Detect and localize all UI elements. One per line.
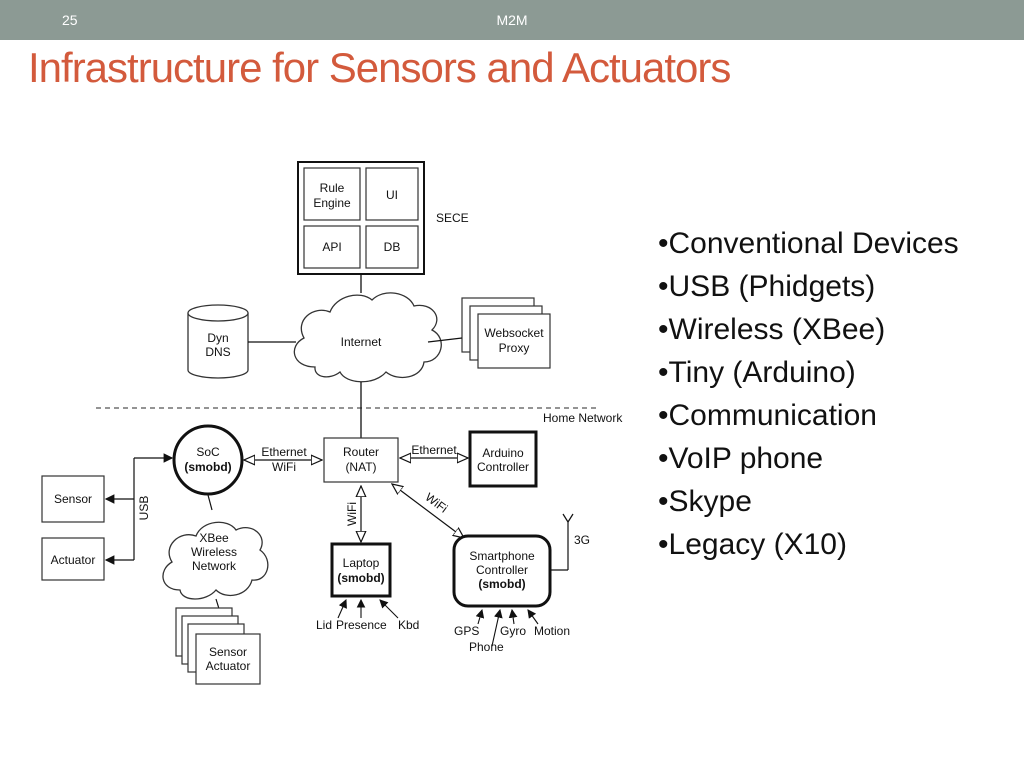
bullet-text: Conventional Devices xyxy=(668,227,959,260)
phone-input-arrows xyxy=(475,608,539,647)
bullet-item: •Conventional Devices xyxy=(658,227,959,260)
router-arduino-link-label: Ethernet xyxy=(411,443,457,457)
phone-input-gps: GPS xyxy=(454,624,479,638)
laptop-label-1: Laptop xyxy=(343,556,380,570)
usb-label: USB xyxy=(137,496,151,521)
arduino-controller-box: Arduino Controller xyxy=(468,430,538,488)
actuator-label: Actuator xyxy=(51,553,96,567)
bullet-text: Wireless (XBee) xyxy=(668,313,886,346)
laptop-input-kbd: Kbd xyxy=(398,618,419,632)
soc-label-1: SoC xyxy=(196,445,220,459)
soc-xbee-link xyxy=(207,494,213,511)
phone-input-gyro: Gyro xyxy=(500,624,526,638)
internet-proxy-link xyxy=(427,337,463,343)
wifi-laptop-label: WiFi xyxy=(345,502,359,526)
smartphone-label-2: Controller xyxy=(476,563,528,577)
rule-engine-label-1: Rule xyxy=(320,181,345,195)
soc-router-link-label-2: WiFi xyxy=(272,460,296,474)
sece-label: SECE xyxy=(436,211,469,225)
router-box: Router (NAT) xyxy=(323,437,399,483)
bullet-item: •Wireless (XBee) xyxy=(658,313,886,346)
laptop-label-2: (smobd) xyxy=(337,571,384,585)
smartphone-label-3: (smobd) xyxy=(478,577,525,591)
laptop-input-presence: Presence xyxy=(336,618,387,632)
three-g-label: 3G xyxy=(574,533,590,547)
header-title: M2M xyxy=(496,12,528,28)
bullet-item: •Tiny (Arduino) xyxy=(658,356,856,389)
bullet-text: Legacy (X10) xyxy=(668,528,847,561)
websocket-proxy-stack: Websocket Proxy xyxy=(461,297,551,369)
dyn-dns-label-2: DNS xyxy=(205,345,230,359)
phone-input-phone: Phone xyxy=(469,640,504,654)
router-label-2: (NAT) xyxy=(345,460,376,474)
smartphone-controller-box: Smartphone Controller (smobd) xyxy=(452,534,552,608)
antenna-icon xyxy=(550,513,574,571)
websocket-label-1: Websocket xyxy=(484,326,544,340)
sensor-label: Sensor xyxy=(54,492,92,506)
internet-label: Internet xyxy=(341,335,382,349)
ui-label: UI xyxy=(386,188,398,202)
laptop-input-lid: Lid xyxy=(316,618,332,632)
router-smartphone-link xyxy=(392,484,464,538)
bullet-list: •Conventional Devices •USB (Phidgets) •W… xyxy=(658,222,1018,566)
api-label: API xyxy=(322,240,341,254)
phone-input-motion: Motion xyxy=(534,624,570,638)
sensor-actuator-label-1: Sensor xyxy=(209,645,247,659)
xbee-label-2: Wireless xyxy=(191,545,237,559)
slide-number: 25 xyxy=(62,12,78,28)
router-label-1: Router xyxy=(343,445,379,459)
soc-router-link-label-1: Ethernet xyxy=(261,445,307,459)
db-label: DB xyxy=(384,240,401,254)
sensor-actuator-label-2: Actuator xyxy=(206,659,251,673)
laptop-input-arrows xyxy=(337,598,399,619)
internet-cloud: Internet xyxy=(293,292,442,383)
slide-title: Infrastructure for Sensors and Actuators xyxy=(28,44,731,91)
laptop-box: Laptop (smobd) xyxy=(330,542,392,598)
dyn-dns-label-1: Dyn xyxy=(207,331,228,345)
bullet-item: •Skype xyxy=(658,485,752,518)
websocket-label-2: Proxy xyxy=(499,341,530,355)
rule-engine-label-2: Engine xyxy=(313,196,351,210)
bullet-text: Tiny (Arduino) xyxy=(668,356,856,389)
xbee-label-3: Network xyxy=(192,559,237,573)
actuator-box: Actuator xyxy=(41,537,105,581)
arduino-label-2: Controller xyxy=(477,460,529,474)
bullet-text: VoIP phone xyxy=(668,442,824,475)
soc-label-2: (smobd) xyxy=(184,460,231,474)
smartphone-label-1: Smartphone xyxy=(469,549,535,563)
xbee-network-cloud: XBee Wireless Network xyxy=(162,521,269,600)
infrastructure-diagram: Rule Engine UI API DB SECE Internet Dyn … xyxy=(41,161,623,685)
arduino-label-1: Arduino xyxy=(482,446,524,460)
home-network-label: Home Network xyxy=(543,411,623,425)
bullet-text: Skype xyxy=(668,485,752,518)
bullet-item: •VoIP phone xyxy=(658,442,824,475)
bullet-item: •USB (Phidgets) xyxy=(658,270,876,303)
bullet-text: USB (Phidgets) xyxy=(668,270,876,303)
wifi-smartphone-label: WiFi xyxy=(423,490,451,516)
bullet-item: •Communication xyxy=(658,399,877,432)
sensor-actuator-stack: Sensor Actuator xyxy=(175,607,261,685)
soc-node: SoC (smobd) xyxy=(172,424,244,496)
bullet-text: Communication xyxy=(668,399,877,432)
dyn-dns-cylinder: Dyn DNS xyxy=(187,304,249,379)
bullet-item: •Legacy (X10) xyxy=(658,528,847,561)
sece-box: Rule Engine UI API DB xyxy=(297,161,425,275)
top-bar: 25 M2M xyxy=(0,0,1024,40)
sensor-box: Sensor xyxy=(41,475,105,523)
xbee-label-1: XBee xyxy=(199,531,229,545)
usb-links xyxy=(104,453,174,565)
